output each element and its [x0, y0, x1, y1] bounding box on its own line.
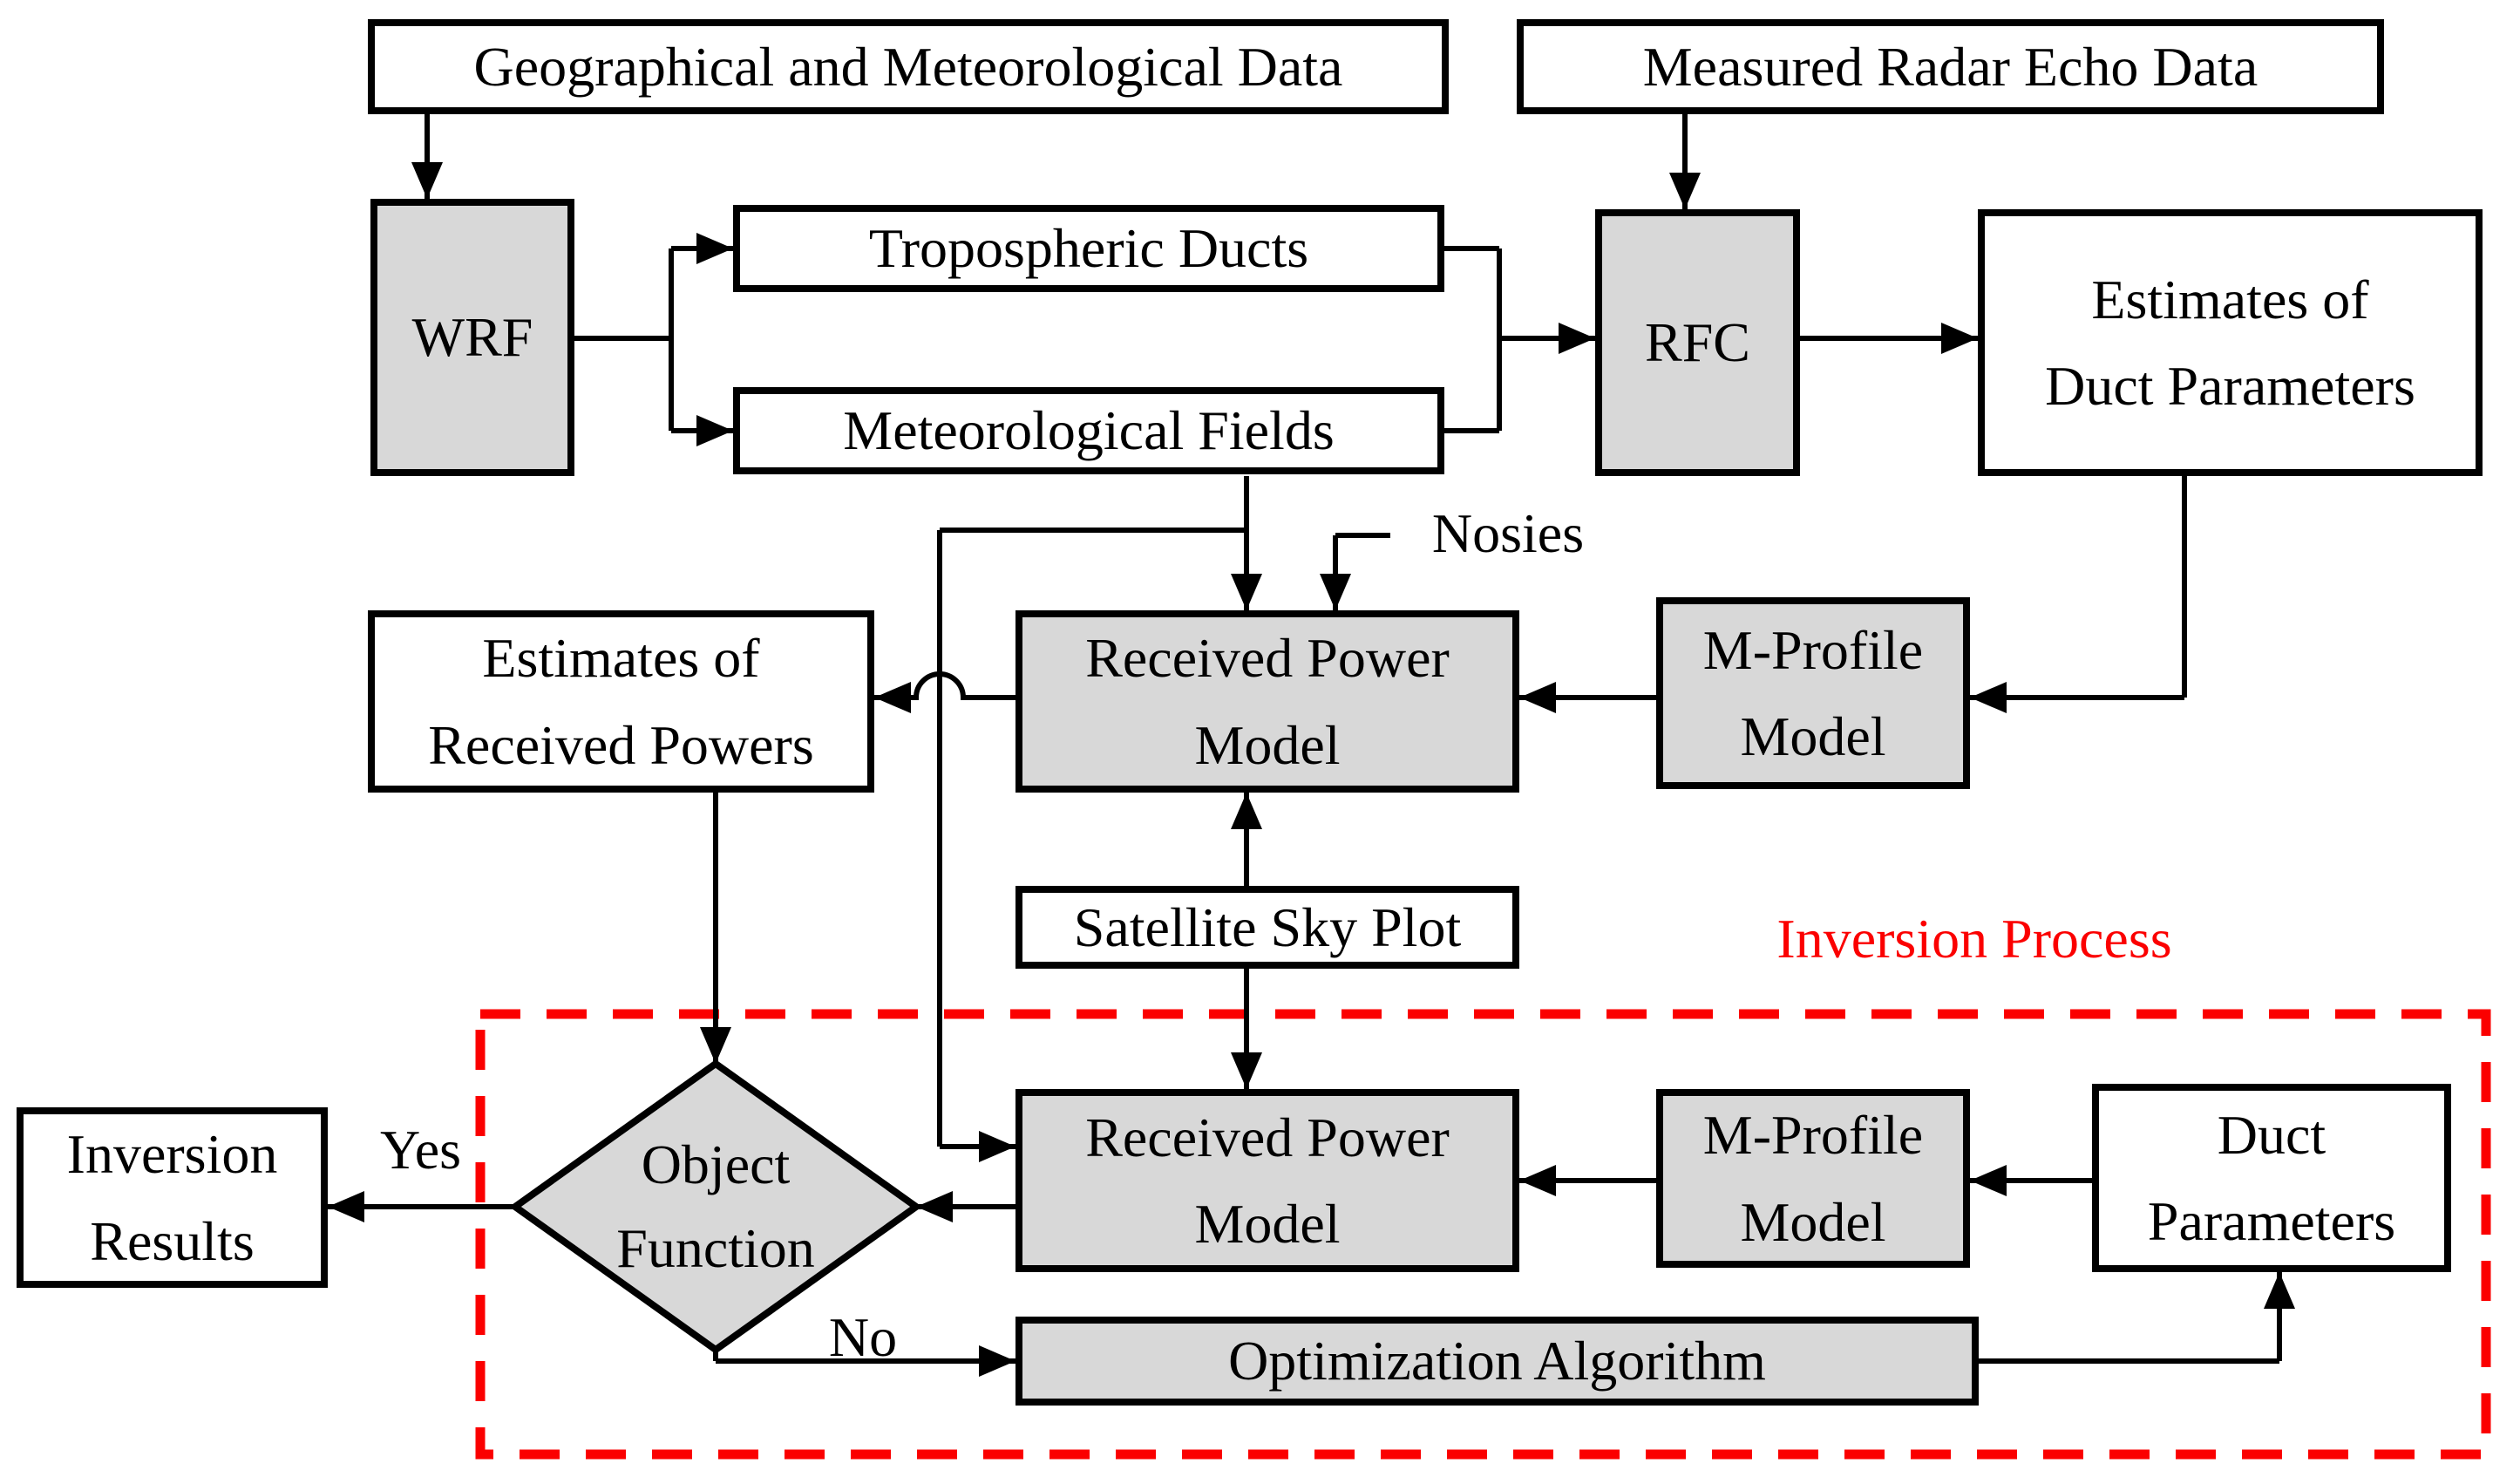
- node-tropospheric-ducts: Tropospheric Ducts: [733, 205, 1444, 292]
- node-label-line1: Estimates of: [2091, 268, 2369, 330]
- node-meteorological-fields: Meteorological Fields: [733, 387, 1444, 474]
- node-received-power-model-top: Received Power Model: [1015, 610, 1519, 793]
- node-label: Optimization Algorithm: [1228, 1330, 1766, 1392]
- node-label: Meteorological Fields: [843, 399, 1335, 462]
- arrow-rpm-top-to-powerestimates-with-hop: [874, 671, 1015, 713]
- node-estimates-of-received-powers: Estimates of Received Powers: [368, 610, 874, 793]
- node-label-line2: Model: [1194, 1193, 1341, 1255]
- node-label-line1: Inversion: [66, 1123, 278, 1186]
- inversion-process-label: Inversion Process: [1776, 908, 2172, 970]
- node-object-function-label: Object Function: [585, 1118, 846, 1296]
- node-duct-parameters: Duct Parameters: [2092, 1084, 2451, 1272]
- node-geographical-meteorological-data: Geographical and Meteorological Data: [368, 19, 1449, 114]
- no-label: No: [828, 1306, 898, 1368]
- node-label-line1: M-Profile: [1702, 618, 1924, 681]
- node-rfc: RFC: [1595, 209, 1800, 476]
- node-label: Measured Radar Echo Data: [1642, 35, 2258, 98]
- node-inversion-results: Inversion Results: [17, 1107, 328, 1288]
- node-label-line2: Model: [1740, 1190, 1886, 1253]
- node-label-line2: Parameters: [2147, 1190, 2396, 1252]
- node-label-line2: Model: [1740, 705, 1886, 767]
- object-function-diamond: [509, 1059, 922, 1354]
- node-label: Tropospheric Ducts: [868, 217, 1309, 280]
- node-measured-radar-echo-data: Measured Radar Echo Data: [1517, 19, 2384, 114]
- node-label: Geographical and Meteorological Data: [473, 35, 1343, 98]
- node-m-profile-model-bottom: M-Profile Model: [1656, 1089, 1970, 1268]
- node-m-profile-model-top: M-Profile Model: [1656, 597, 1970, 789]
- node-optimization-algorithm: Optimization Algorithm: [1015, 1317, 1979, 1406]
- node-label: Satellite Sky Plot: [1073, 895, 1462, 958]
- noises-label: Nosies: [1431, 502, 1585, 564]
- node-label-line2: Duct Parameters: [2045, 355, 2415, 417]
- node-wrf: WRF: [370, 199, 574, 476]
- node-label-line1: Received Power: [1085, 627, 1450, 690]
- node-satellite-sky-plot: Satellite Sky Plot: [1015, 886, 1519, 969]
- node-label-line2: Results: [90, 1209, 255, 1272]
- node-label-line2: Received Powers: [428, 713, 814, 776]
- node-received-power-model-bottom: Received Power Model: [1015, 1089, 1519, 1272]
- inversion-process-dashed-border: [475, 1009, 2491, 1460]
- yes-label: Yes: [379, 1119, 462, 1181]
- node-label: WRF: [411, 306, 533, 369]
- node-label-line1: Estimates of: [482, 627, 760, 690]
- node-label-line1: Duct: [2217, 1103, 2326, 1166]
- node-estimates-of-duct-parameters: Estimates of Duct Parameters: [1978, 209, 2483, 476]
- node-label-line1: M-Profile: [1702, 1104, 1924, 1167]
- connector-arrows: [328, 114, 2295, 1377]
- node-label-line2: Function: [616, 1217, 815, 1279]
- node-label-line1: Received Power: [1085, 1106, 1450, 1168]
- node-label-line2: Model: [1194, 713, 1341, 776]
- node-label-line1: Object: [641, 1133, 791, 1195]
- node-label: RFC: [1645, 311, 1750, 374]
